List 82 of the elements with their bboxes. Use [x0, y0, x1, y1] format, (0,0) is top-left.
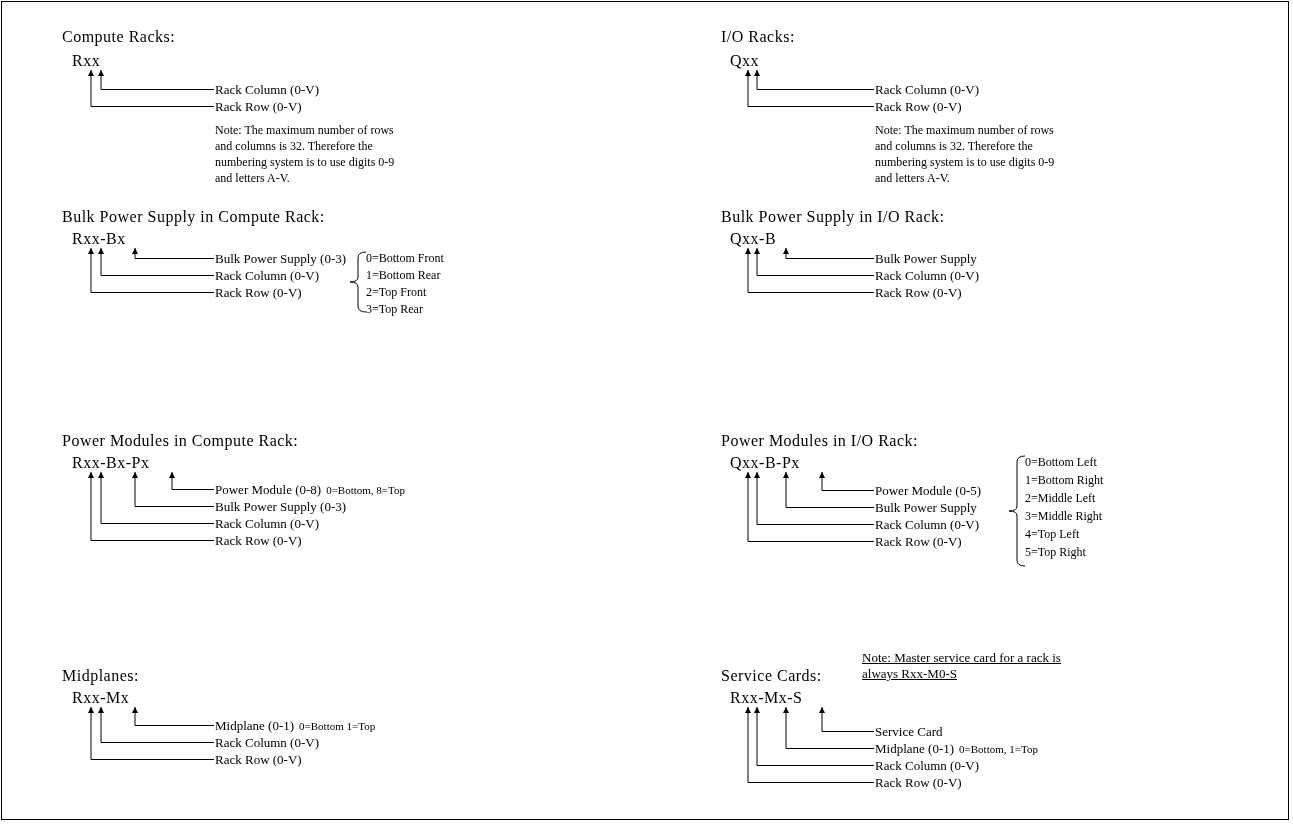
field-description: Rack Row (0-V)	[875, 99, 962, 114]
field-description: Rack Column (0-V)	[875, 758, 979, 773]
location-code: Rxx-Mx-S	[730, 689, 803, 706]
leader-line	[132, 706, 215, 726]
field-description: Bulk Power Supply	[875, 251, 977, 266]
location-code: Qxx	[730, 52, 760, 69]
leader-line	[819, 706, 875, 732]
value-list-item: 0=Bottom Left	[1025, 455, 1097, 470]
leader-line	[783, 471, 875, 508]
leader-line	[169, 471, 215, 490]
value-list-item: 5=Top Right	[1025, 545, 1086, 560]
value-note: 0=Bottom, 8=Top	[326, 484, 406, 496]
field-description: Power Module (0-8)	[215, 482, 322, 497]
field-description: Rack Row (0-V)	[215, 99, 302, 114]
note-text: Note: Master service card for a rack is always Rxx-M0-S	[862, 650, 1062, 682]
leader-line	[88, 69, 215, 107]
field-description: Rack Row (0-V)	[215, 285, 302, 300]
value-note: 0=Bottom, 1=Top	[959, 743, 1038, 755]
leader-line	[98, 69, 215, 90]
field-description: Rack Column (0-V)	[875, 268, 979, 283]
leader-line	[98, 706, 215, 743]
field-description: Rack Row (0-V)	[875, 534, 962, 549]
value-note: 0=Bottom 1=Top	[299, 720, 376, 732]
leader-line	[88, 706, 215, 760]
value-list-item: 3=Top Rear	[366, 302, 423, 317]
location-code: Qxx-B-Px	[730, 454, 800, 471]
leader-line	[98, 247, 215, 276]
field-description: Rack Column (0-V)	[215, 82, 319, 97]
field-description: Bulk Power Supply (0-3)	[215, 499, 347, 514]
leader-line	[819, 471, 875, 491]
section-heading: Bulk Power Supply in Compute Rack:	[62, 208, 325, 226]
location-code: Rxx-Bx-Px	[72, 454, 150, 471]
leader-line	[754, 69, 875, 90]
leader-line	[98, 471, 215, 524]
section-heading: Compute Racks:	[62, 28, 176, 46]
leader-line	[745, 69, 875, 107]
leader-line	[88, 247, 215, 293]
location-code: Rxx-Bx	[72, 230, 126, 247]
value-list-item: 2=Top Front	[366, 285, 427, 300]
value-list-item: 0=Bottom Front	[366, 251, 444, 266]
leader-line	[745, 247, 875, 293]
location-code: Qxx-B	[730, 230, 777, 247]
leader-line	[754, 706, 875, 766]
field-description: Rack Column (0-V)	[215, 268, 319, 283]
section-heading: Service Cards:	[721, 667, 822, 685]
value-list-item: 3=Middle Right	[1025, 509, 1103, 524]
leader-line	[745, 706, 875, 783]
value-list-item: 4=Top Left	[1025, 527, 1080, 542]
field-description: Midplane (0-1)	[215, 718, 295, 733]
note-text: Note: The maximum number of rows and columns is 32. Therefore the numbering system is to use digits 0-9 and letters A-V.	[215, 122, 396, 186]
field-description: Midplane (0-1)	[875, 741, 955, 756]
field-description: Rack Row (0-V)	[215, 533, 302, 548]
field-description: Rack Row (0-V)	[875, 285, 962, 300]
section-heading: Bulk Power Supply in I/O Rack:	[721, 208, 945, 226]
note-text: Note: The maximum number of rows and columns is 32. Therefore the numbering system is to use digits 0-9 and letters A-V.	[875, 122, 1056, 186]
leader-line	[783, 247, 875, 259]
leader-line	[88, 471, 215, 541]
section-heading: Midplanes:	[62, 667, 139, 685]
field-description: Bulk Power Supply	[875, 500, 977, 515]
leader-line	[132, 471, 215, 507]
field-description: Rack Column (0-V)	[215, 516, 319, 531]
section-heading: Power Modules in I/O Rack:	[721, 432, 918, 450]
field-description: Rack Row (0-V)	[875, 775, 962, 790]
field-description: Power Module (0-5)	[875, 483, 982, 498]
field-description: Service Card	[875, 724, 943, 739]
location-code: Rxx	[72, 52, 101, 69]
value-list-item: 2=Middle Left	[1025, 491, 1096, 506]
field-description: Bulk Power Supply (0-3)	[215, 251, 347, 266]
location-code: Rxx-Mx	[72, 689, 130, 706]
section-heading: I/O Racks:	[721, 28, 795, 46]
leader-line	[132, 247, 215, 259]
value-list-item: 1=Bottom Right	[1025, 473, 1104, 488]
section-heading: Power Modules in Compute Rack:	[62, 432, 299, 450]
field-description: Rack Column (0-V)	[875, 517, 979, 532]
leader-line	[745, 471, 875, 542]
leader-line	[754, 471, 875, 525]
leader-line	[783, 706, 875, 749]
field-description: Rack Column (0-V)	[215, 735, 319, 750]
value-list-item: 1=Bottom Rear	[366, 268, 441, 283]
field-description: Rack Row (0-V)	[215, 752, 302, 767]
leader-line	[754, 247, 875, 276]
field-description: Rack Column (0-V)	[875, 82, 979, 97]
